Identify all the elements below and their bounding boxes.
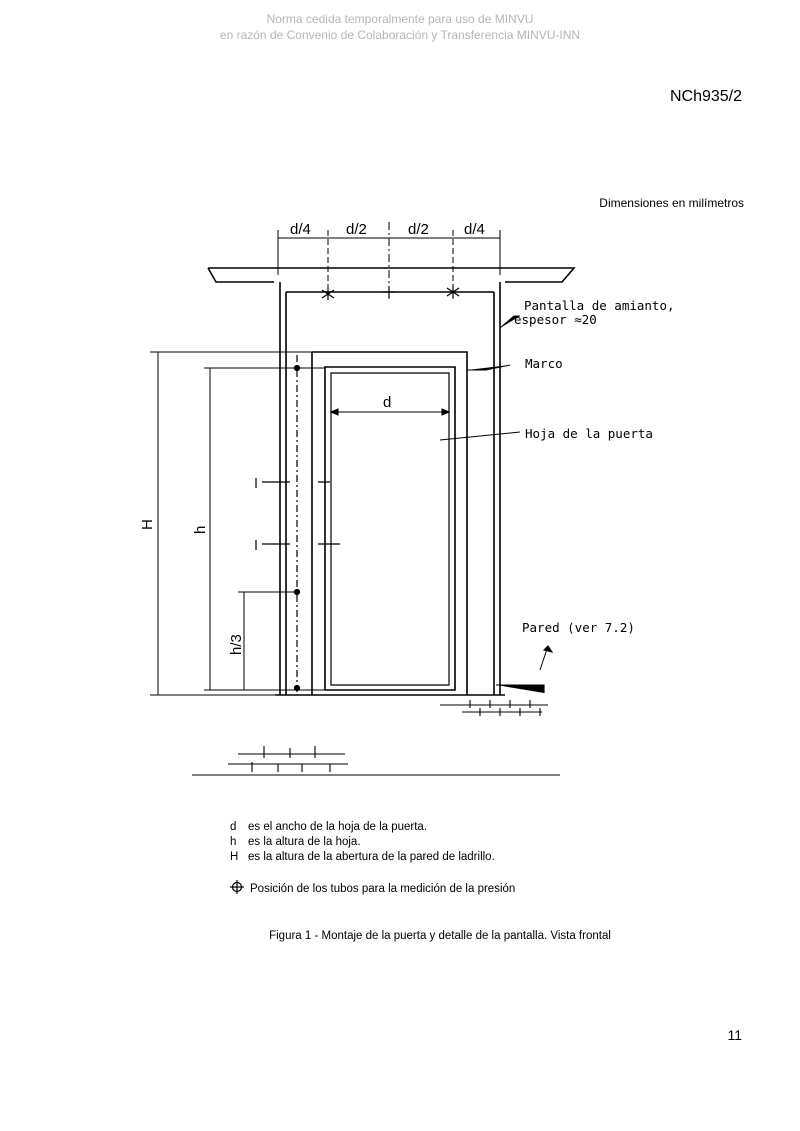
side-tube-markers <box>255 355 340 695</box>
legend-text: es el ancho de la hoja de la puerta. <box>248 821 428 833</box>
dim-label-d2-right: d/2 <box>408 221 429 238</box>
legend-symbol: h <box>230 836 237 848</box>
figure-caption: Figura 1 - Montaje de la puerta y detall… <box>269 930 611 942</box>
frame-label: Marco <box>525 356 563 371</box>
page-number: 11 <box>727 1027 742 1043</box>
dim-label-d4-right: d/4 <box>464 221 485 238</box>
dim-label-d2-left: d/2 <box>346 221 367 238</box>
legend-text: es la altura de la hoja. <box>248 836 361 848</box>
units-note: Dimensiones en milímetros <box>599 196 744 210</box>
watermark-line-1: Norma cedida temporalmente para uso de M… <box>266 12 534 26</box>
wall-label: Pared (ver 7.2) <box>522 620 635 635</box>
legend-symbol: d <box>230 821 237 833</box>
watermark-line-2: en razón de Convenio de Colaboración y T… <box>219 28 581 42</box>
dim-label-h: h <box>192 526 209 534</box>
dim-label-d: d <box>383 394 391 411</box>
legend-symbol: H <box>230 851 239 863</box>
legend-item-h: h es la altura de la hoja. <box>230 835 495 850</box>
pressure-note: Posición de los tubos para la medición d… <box>230 880 515 895</box>
legend-item-d: d es el ancho de la hoja de la puerta. <box>230 820 495 835</box>
legend-text: es la altura de la abertura de la pared … <box>248 851 495 863</box>
top-tube-markers <box>321 286 460 300</box>
dim-label-h3: h/3 <box>228 634 245 655</box>
crosshair-circle-icon <box>230 880 244 894</box>
standard-code: NCh935/2 <box>669 88 742 105</box>
screen-label-line1: Pantalla de amianto, <box>524 298 675 313</box>
door-leaf-label: Hoja de la puerta <box>525 426 653 441</box>
screen-label-line2: espesor ≈20 <box>514 312 597 327</box>
dim-label-H: H <box>139 519 156 530</box>
pressure-note-text: Posición de los tubos para la medición d… <box>250 883 516 895</box>
dim-label-d4-left: d/4 <box>290 221 311 238</box>
